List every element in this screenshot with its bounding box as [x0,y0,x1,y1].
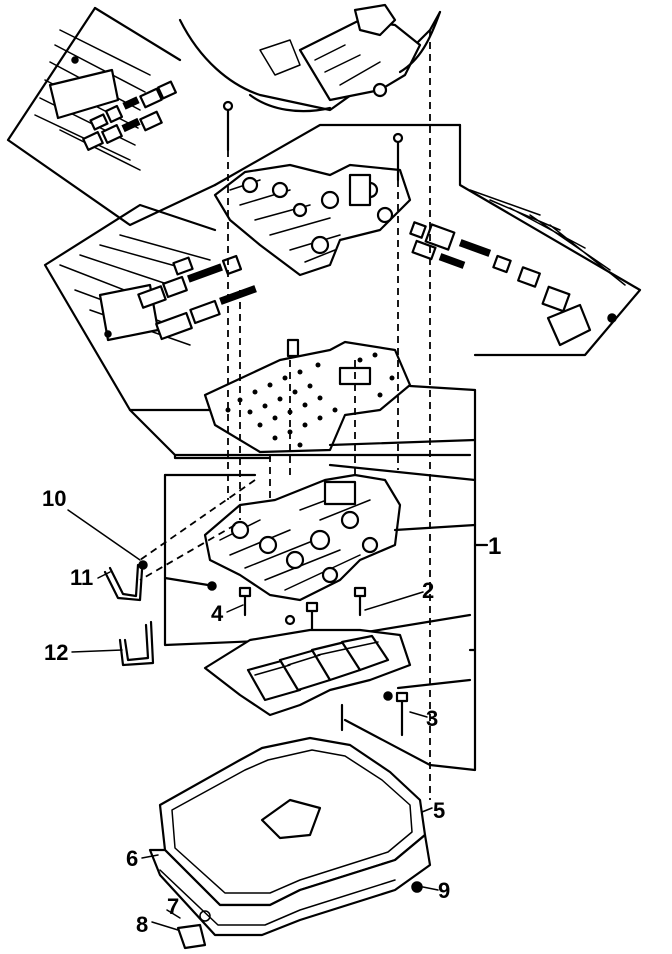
callout-5: 5 [433,798,445,823]
oil-tubes [103,560,155,667]
callout-9: 9 [438,878,450,903]
callout-12: 12 [44,640,68,665]
callout-1: 1 [488,533,501,560]
bolts [238,586,423,893]
callout-leaders [67,509,439,931]
alignment-dashed-lines [139,30,431,800]
oil-pan [148,736,432,950]
callout-8: 8 [136,912,148,937]
oil-strainer [203,628,412,717]
right-valve-group [409,123,642,357]
callout-2: 2 [422,578,434,603]
callout-4: 4 [211,601,224,626]
callout-numbers: 10 11 12 4 2 1 3 5 6 7 8 9 [42,486,501,937]
upper-valve-body [213,100,462,277]
separator-plate [203,338,412,454]
callout-10: 10 [42,486,66,511]
callout-6: 6 [126,846,138,871]
callout-7: 7 [167,894,179,919]
callout-3: 3 [426,706,438,731]
upper-left-valve-group [6,6,217,227]
transmission-case-section [178,3,442,113]
lower-valve-body [203,473,402,626]
callout-11: 11 [70,565,93,590]
